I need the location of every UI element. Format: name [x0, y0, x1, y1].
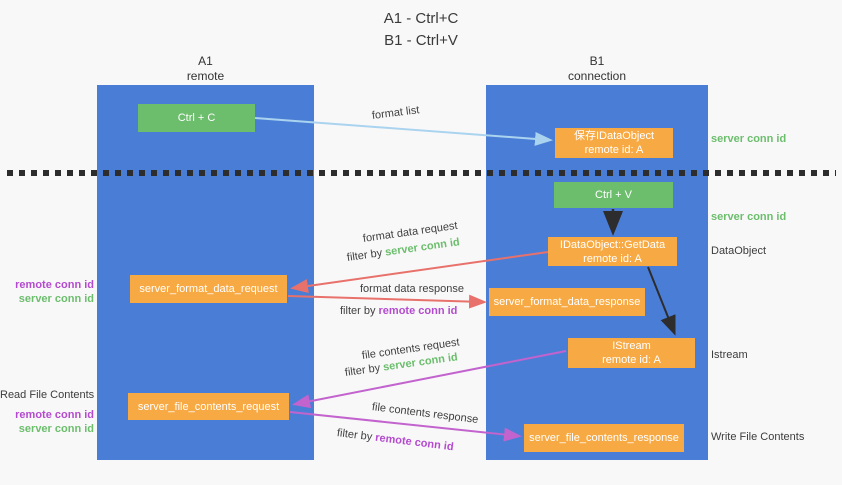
istream-annotation: Istream — [711, 349, 748, 361]
read-file-contents-annotation: Read File Contents — [0, 389, 95, 401]
getdata-line1: IDataObject::GetData — [559, 238, 666, 251]
left-remote-conn-id-1: remote conn id — [15, 279, 94, 291]
save-dataobject-line1: 保存IDataObject — [573, 130, 655, 142]
right-server-conn-id-top: server conn id — [711, 133, 787, 145]
server-format-data-response-label: server_format_data_response — [493, 296, 641, 308]
left-server-conn-id-2: server conn id — [18, 423, 94, 435]
getdata-box: IDataObject::GetData remote id: A — [548, 237, 677, 266]
server-file-contents-response-label: server_file_contents_response — [529, 432, 679, 444]
format-data-request-arrow — [290, 251, 549, 293]
getdata-line2: remote id: A — [583, 252, 642, 265]
getdata-to-istream-arrow — [647, 266, 676, 336]
right-column-name: B1 — [589, 54, 605, 68]
istream-line2: remote id: A — [602, 354, 661, 366]
right-server-conn-id-mid: server conn id — [711, 211, 787, 223]
title-line-2: B1 - Ctrl+V — [384, 32, 458, 49]
format-data-response-arrow — [287, 294, 487, 309]
istream-box: IStream remote id: A — [568, 338, 695, 368]
right-column-header: B1 connection — [486, 54, 708, 84]
server-file-contents-request-box: server_file_contents_request — [128, 393, 289, 420]
dataobject-annotation: DataObject — [711, 245, 767, 257]
ctrl-c-label: Ctrl + C — [177, 112, 216, 124]
server-format-data-request-label: server_format_data_request — [139, 283, 278, 295]
diagram-title: A1 - Ctrl+C B1 - Ctrl+V — [0, 8, 842, 52]
ctrl-c-box: Ctrl + C — [138, 104, 255, 132]
left-server-conn-id-1: server conn id — [18, 293, 94, 305]
server-format-data-response-box: server_format_data_response — [489, 288, 645, 316]
ctrl-v-label: Ctrl + V — [595, 189, 632, 201]
format-data-response-filter-label: filter by remote conn id — [340, 305, 457, 317]
left-column-header: A1 remote — [97, 54, 314, 84]
format-list-arrow — [254, 117, 553, 146]
left-remote-conn-id-2: remote conn id — [15, 409, 94, 421]
ctrl-v-box: Ctrl + V — [554, 182, 673, 208]
file-contents-response-arrow — [289, 411, 522, 442]
istream-line1: IStream — [612, 340, 651, 352]
write-file-contents-annotation: Write File Contents — [711, 431, 805, 443]
file-contents-request-arrow — [292, 350, 567, 409]
filter-by-text: filter by — [340, 305, 376, 317]
format-data-response-label: format data response — [360, 283, 464, 295]
remote-conn-id-text: remote conn id — [378, 305, 458, 317]
server-file-contents-request-label: server_file_contents_request — [137, 400, 280, 413]
left-column-role: remote — [186, 69, 225, 83]
save-dataobject-box: 保存IDataObject remote id: A — [555, 128, 673, 158]
title-line-1: A1 - Ctrl+C — [383, 10, 459, 27]
left-column-name: A1 — [198, 54, 213, 68]
server-file-contents-response-box: server_file_contents_response — [524, 424, 684, 452]
server-format-data-request-box: server_format_data_request — [130, 275, 287, 303]
save-dataobject-line2: remote id: A — [584, 144, 644, 156]
right-column-role: connection — [567, 69, 627, 83]
